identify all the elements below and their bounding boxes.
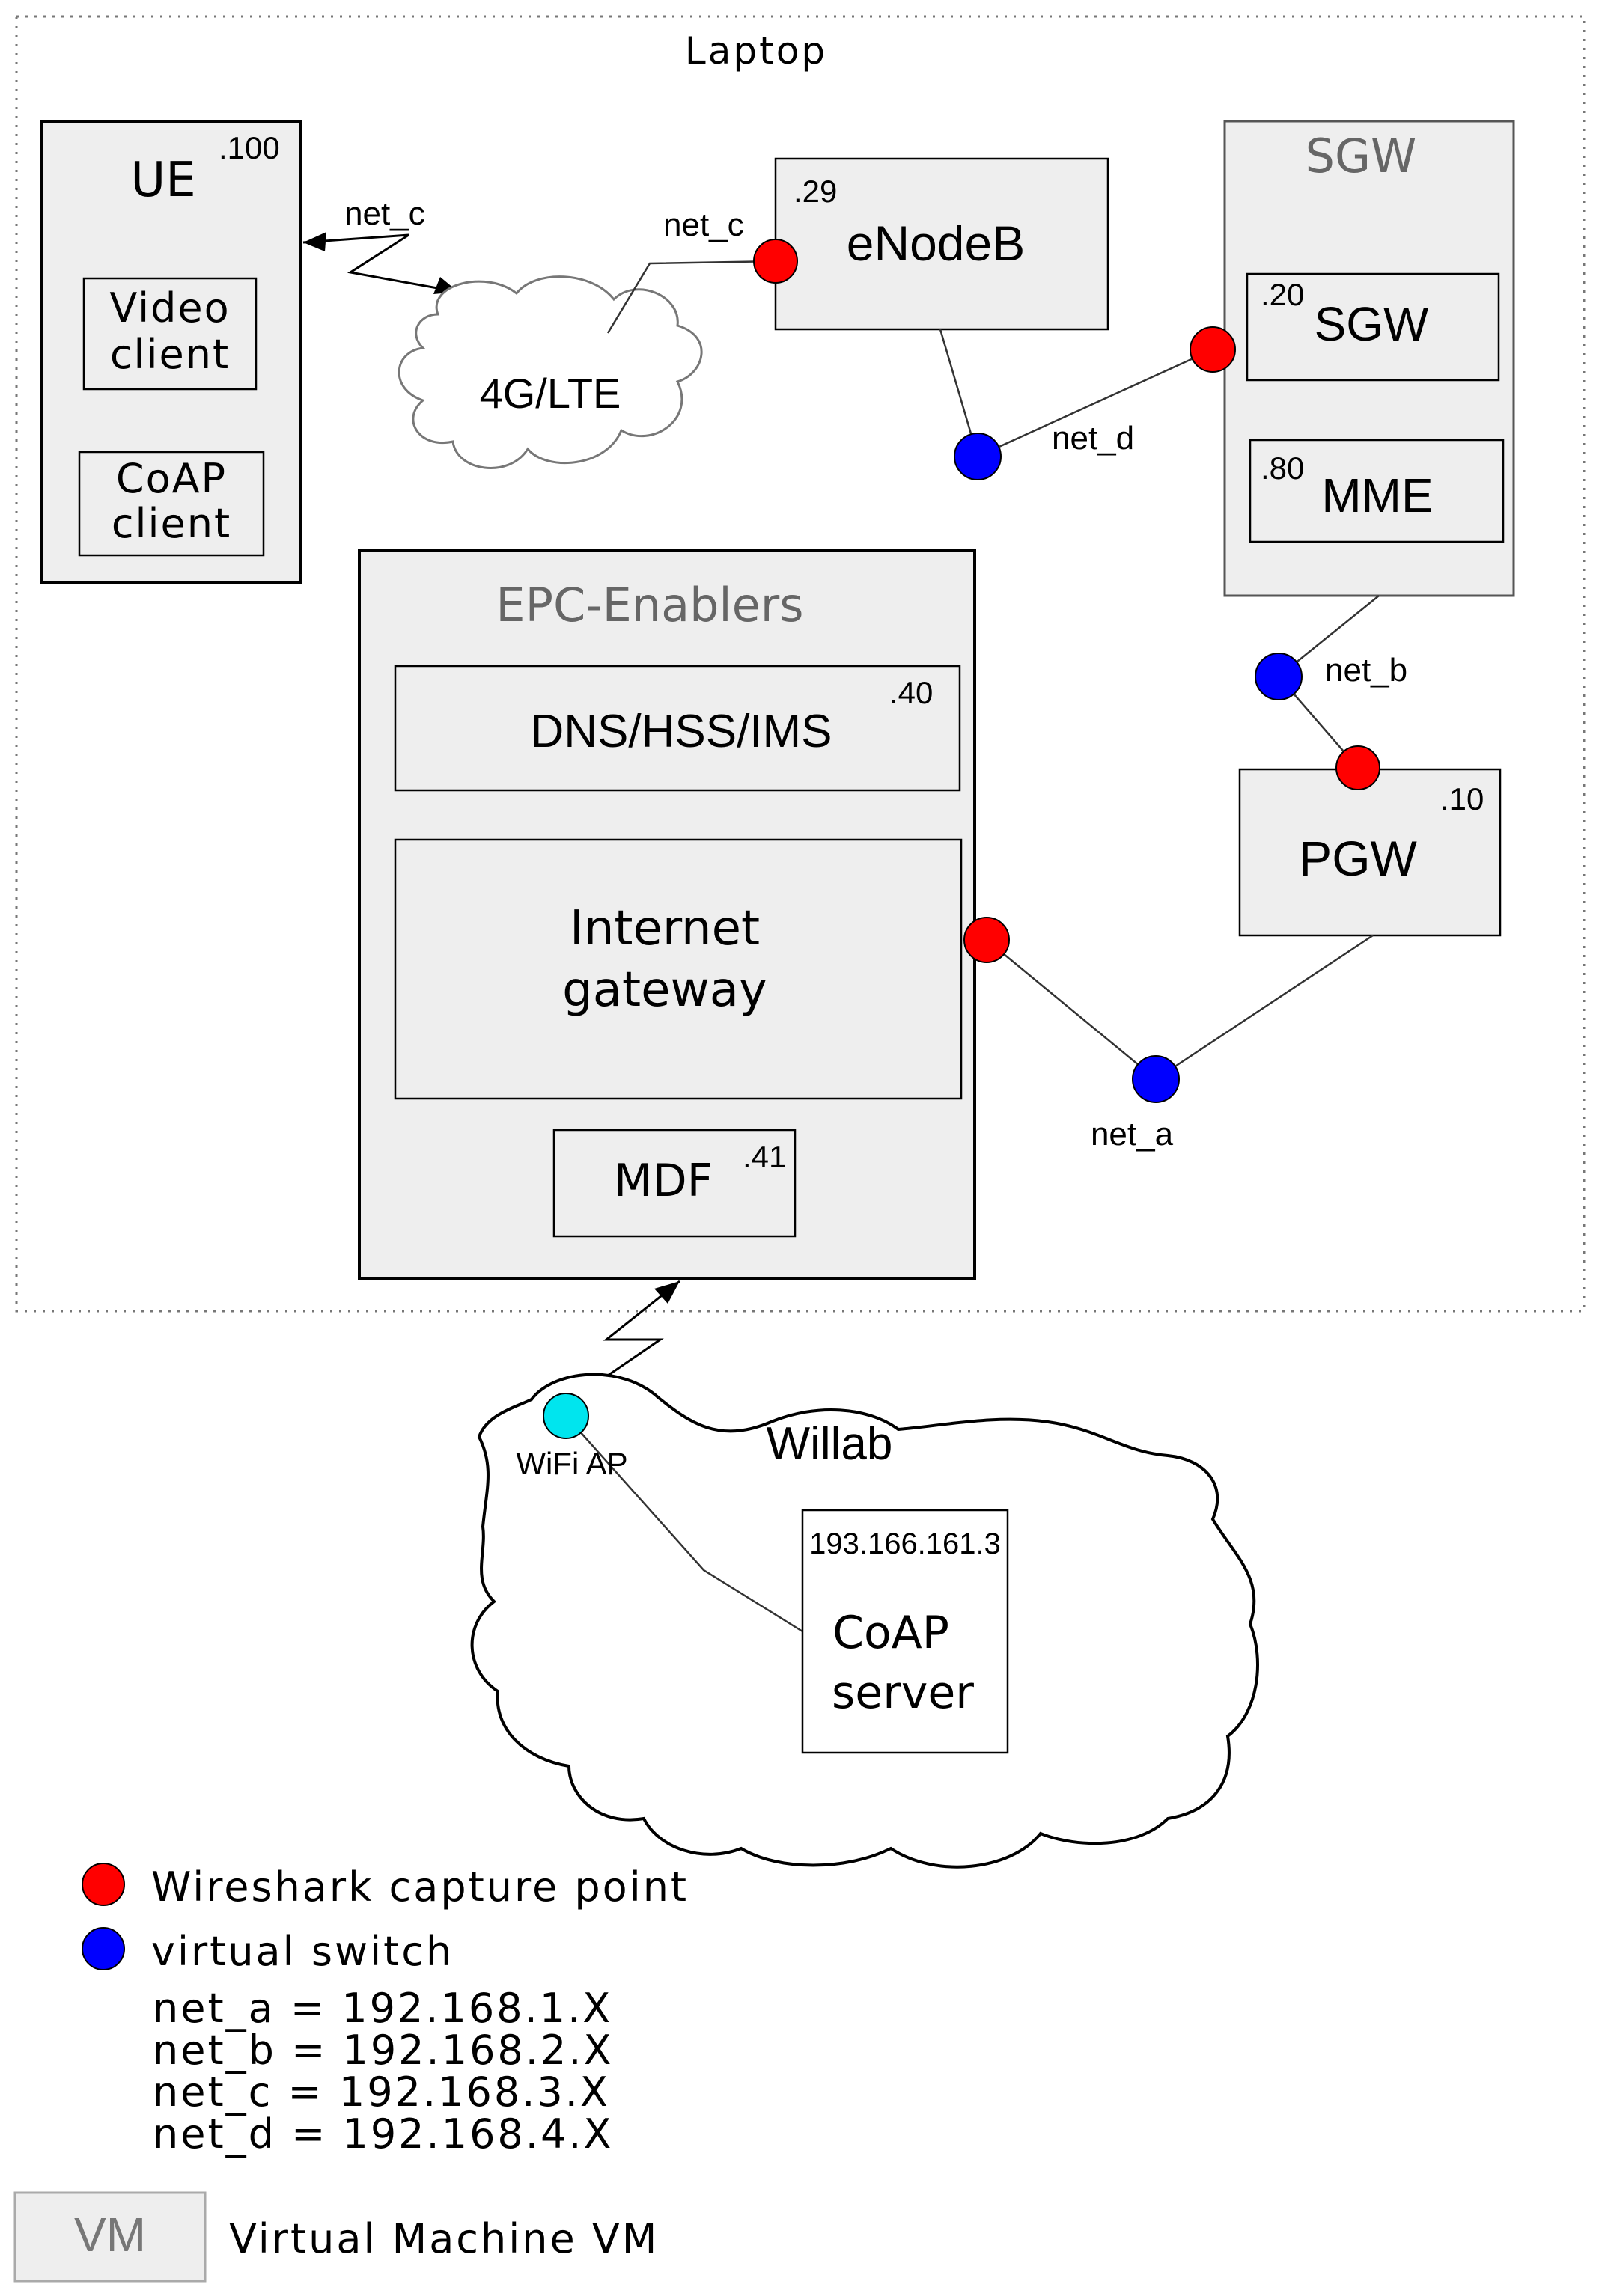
legend-capture-text: Wireshark capture point — [151, 1863, 689, 1911]
legend: Wireshark capture point virtual switch n… — [13, 1863, 689, 2283]
dns-hss-ims-title: DNS/HSS/IMS — [530, 706, 832, 757]
pgw-vm: .10 PGW — [1238, 768, 1502, 937]
net-b-label: net_b — [1325, 652, 1407, 689]
video-client-line1: Video — [109, 284, 230, 332]
lte-cloud — [398, 275, 703, 469]
mdf-title: MDF — [614, 1155, 713, 1207]
pgw-capture-point — [1335, 745, 1380, 790]
internet-gateway-box — [394, 838, 963, 1100]
enodeb-vm: eNodeB .29 — [774, 157, 1109, 331]
ue-link-label: net_c — [344, 195, 425, 232]
enodeb-capture-point — [753, 239, 798, 284]
gateway-line2: gateway — [562, 962, 767, 1018]
lte-enodeb-wire — [606, 260, 776, 334]
net-b-switch — [1255, 653, 1303, 700]
legend-vm-label: VM — [74, 2208, 146, 2262]
sgw-box — [1246, 272, 1500, 382]
legend-switch-dot — [82, 1927, 125, 1970]
sgw-ip: .20 — [1261, 277, 1304, 312]
enodeb-link-label: net_c — [663, 207, 744, 243]
wifi-radio-link — [574, 1280, 680, 1399]
lte-cloud-label: 4G/LTE — [480, 370, 621, 417]
video-client-line2: client — [110, 331, 230, 378]
net-d-switch — [954, 433, 1002, 480]
willab-title: Willab — [767, 1418, 893, 1470]
neta-epc-wire — [986, 939, 1157, 1080]
coap-client-line1: CoAP — [116, 455, 227, 502]
wifi-ap-node — [543, 1393, 589, 1439]
ue-ip: .100 — [219, 130, 280, 165]
dns-hss-ims-box — [394, 665, 961, 792]
wifi-ap-label: WiFi AP — [516, 1446, 627, 1481]
epc-title: EPC-Enablers — [496, 578, 803, 632]
legend-vm-box — [13, 2191, 207, 2283]
wifi-arrow-epc — [654, 1281, 680, 1304]
gateway-line1: Internet — [570, 901, 760, 956]
coap-server-line1: CoAP — [832, 1607, 949, 1659]
video-client-box — [82, 277, 258, 391]
pgw-neta-wire — [1155, 934, 1374, 1081]
mme-title: MME — [1321, 468, 1433, 522]
legend-vm-desc: Virtual Machine VM — [229, 2215, 659, 2262]
epc-enablers-vm: EPC-Enablers DNS/HSS/IMS .40 Internet ga… — [358, 549, 976, 1280]
enodeb-title: eNodeB — [847, 216, 1026, 271]
ue-vm: UE .100 Video client CoAP client — [40, 120, 302, 584]
net-a-label: net_a — [1091, 1116, 1174, 1152]
sgw-vm: SGW .20 SGW .80 MME — [1223, 120, 1515, 597]
ue-radio-link — [302, 233, 459, 293]
mdf-box — [552, 1129, 797, 1238]
coap-server-line2: server — [832, 1667, 974, 1719]
mme-ip: .80 — [1261, 451, 1304, 486]
pgw-title: PGW — [1299, 831, 1417, 886]
laptop-boundary — [15, 15, 1586, 1313]
net-a-switch — [1132, 1055, 1180, 1103]
legend-net-d: net_d = 192.168.4.X — [153, 2110, 613, 2158]
legend-switch-text: virtual switch — [151, 1928, 454, 1975]
netd-sgw-wire — [977, 348, 1213, 458]
coap-client-box — [78, 451, 265, 557]
coap-client-line2: client — [112, 500, 231, 547]
legend-net-b: net_b = 192.168.2.X — [153, 2027, 613, 2074]
coap-server-ip: 193.166.161.3 — [809, 1527, 1001, 1560]
coap-server-box — [801, 1509, 1009, 1754]
ue-radio-arrow-ue — [303, 232, 326, 251]
legend-net-a: net_a = 192.168.1.X — [153, 1985, 612, 2032]
ue-title: UE — [130, 153, 195, 208]
dns-ip: .40 — [889, 675, 933, 710]
wifi-server-wire — [565, 1415, 803, 1633]
sgw-title: SGW — [1315, 297, 1429, 351]
legend-capture-dot — [82, 1863, 125, 1906]
enodeb-ip: .29 — [794, 174, 837, 209]
pgw-ip: .10 — [1440, 781, 1484, 816]
sgw-vm-title: SGW — [1306, 129, 1417, 183]
mdf-ip: .41 — [743, 1139, 786, 1174]
sgw-capture-point — [1190, 326, 1236, 373]
mme-box — [1249, 439, 1505, 543]
laptop-label: Laptop — [685, 29, 827, 73]
net-d-label: net_d — [1052, 420, 1134, 457]
legend-net-c: net_c = 192.168.3.X — [153, 2068, 610, 2116]
epc-capture-point — [963, 917, 1010, 963]
